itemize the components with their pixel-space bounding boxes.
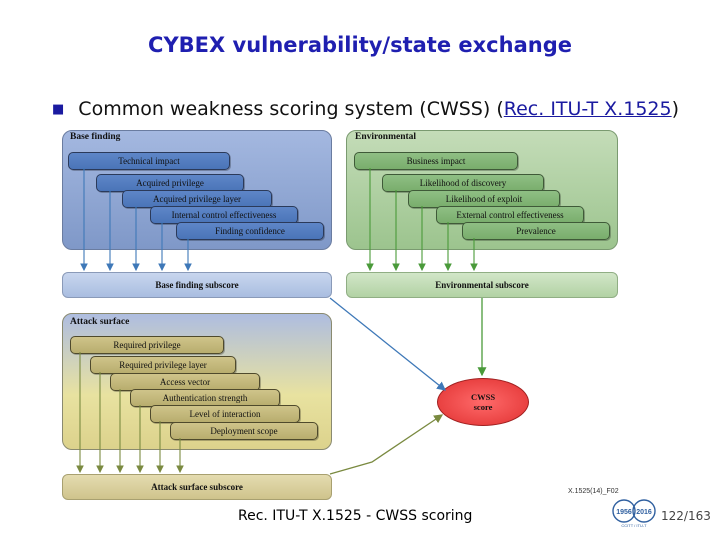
cwss-score-node: CWSS score: [437, 378, 529, 426]
attack-to-cwss-arrow: [329, 414, 444, 475]
logo-year-left: 1956: [616, 509, 632, 516]
bullet-square-icon: ■: [52, 102, 65, 117]
finding-confidence-box: Finding confidence: [176, 222, 324, 240]
base-finding-arrows: [80, 168, 192, 272]
cwss-score-line2: score: [473, 402, 493, 412]
prevalence-box: Prevalence: [462, 222, 610, 240]
environmental-subscore: Environmental subscore: [346, 272, 618, 298]
attack-surface-subscore: Attack surface subscore: [62, 474, 332, 500]
logo-year-right: 2016: [636, 509, 652, 516]
base-finding-subscore: Base finding subscore: [62, 272, 332, 298]
logo-caption: CCITT / ITU-T: [621, 523, 647, 528]
attack-surface-arrows: [76, 352, 184, 474]
page-number: 122/163: [661, 509, 711, 523]
bullet-cwss: ■ Common weakness scoring system (CWSS) (…: [52, 98, 679, 120]
technical-impact-box: Technical impact: [68, 152, 230, 170]
required-privilege-box: Required privilege: [70, 336, 224, 354]
business-impact-box: Business impact: [354, 152, 518, 170]
base-to-cwss-arrow: [329, 297, 447, 391]
environmental-title: Environmental: [355, 132, 417, 142]
environmental-arrows: [366, 168, 478, 272]
bullet-text: Common weakness scoring system (CWSS) (: [78, 98, 504, 120]
base-finding-title: Base finding: [70, 132, 121, 142]
slide-title: CYBEX vulnerability/state exchange: [148, 33, 572, 57]
deployment-scope-box: Deployment scope: [170, 422, 318, 440]
figure-id: X.1525(14)_F02: [568, 488, 619, 495]
rec-itu-t-x1525-link[interactable]: Rec. ITU-T X.1525: [503, 98, 672, 120]
itu-anniversary-logo-icon: 1956 2016 CCITT / ITU-T: [612, 499, 656, 528]
cwss-score-line1: CWSS: [470, 392, 496, 402]
attack-surface-title: Attack surface: [70, 317, 130, 327]
slide-footer: Rec. ITU-T X.1525 - CWSS scoring: [238, 508, 473, 524]
bullet-text-end: ): [671, 98, 680, 120]
